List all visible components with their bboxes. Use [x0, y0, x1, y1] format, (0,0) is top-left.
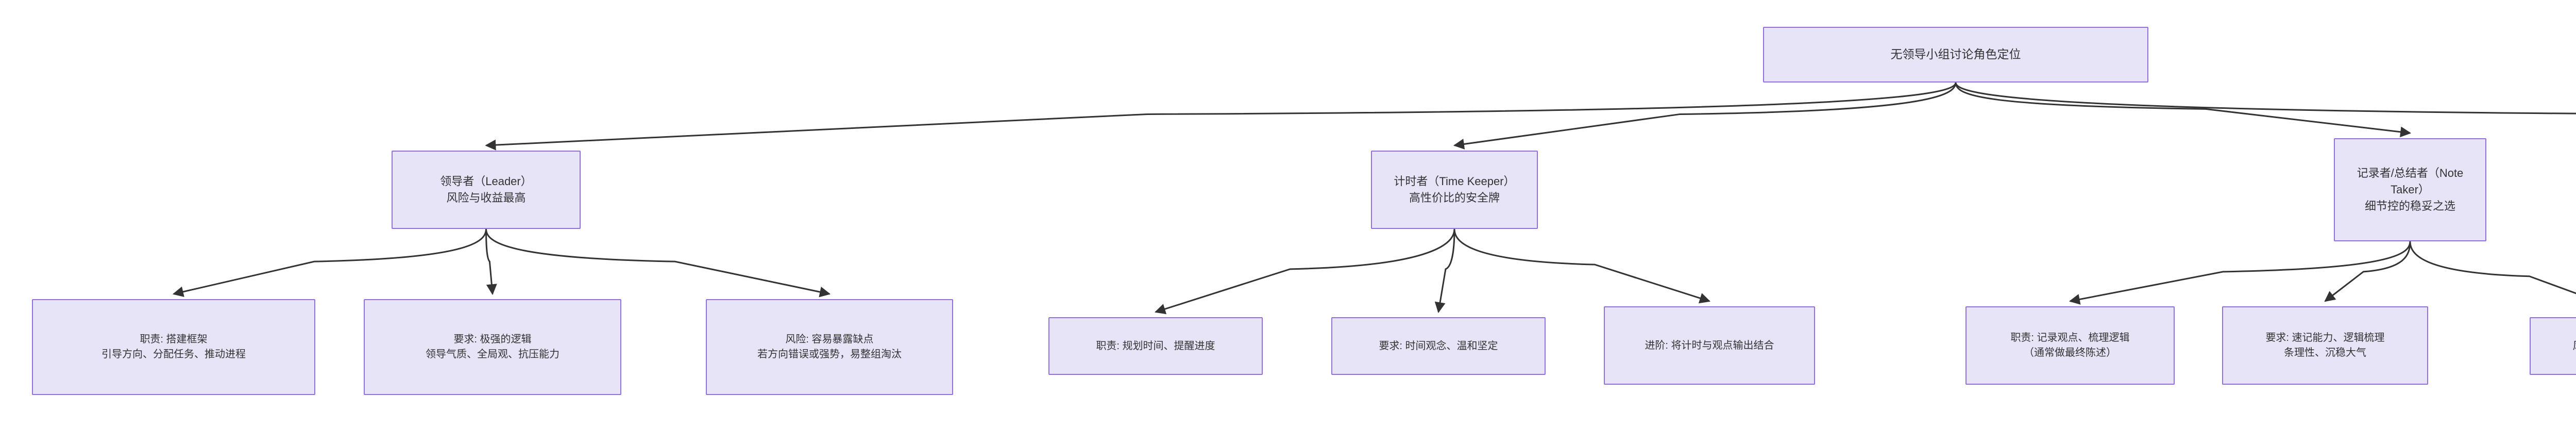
edge-role-notetaker-to-leaf-notetaker-requirement — [2324, 241, 2411, 302]
leaf-node-leaf-notetaker-duty[interactable]: 职责: 记录观点、梳理逻辑 （通常做最终陈述） — [1965, 306, 2175, 385]
edge-role-leader-to-leaf-leader-duty — [172, 228, 487, 297]
leaf-node-leaf-leader-risk[interactable]: 风险: 容易暴露缺点 若方向错误或强势，易整组淘汰 — [706, 299, 953, 395]
role-node-role-leader[interactable]: 领导者（Leader） 风险与收益最高 — [392, 151, 581, 229]
leaf-node-leaf-leader-duty[interactable]: 职责: 搭建框架 引导方向、分配任务、推动进程 — [32, 299, 315, 395]
leaf-node-leaf-notetaker-risk[interactable]: 风险: 避免只记录不发言 — [2530, 317, 2576, 375]
edge-role-timekeeper-to-leaf-timekeeper-duty — [1154, 228, 1455, 315]
role-node-role-timekeeper[interactable]: 计时者（Time Keeper） 高性价比的安全牌 — [1371, 151, 1538, 229]
edge-role-notetaker-to-leaf-notetaker-risk — [2409, 241, 2576, 294]
leaf-node-leaf-timekeeper-advanced[interactable]: 进阶: 将计时与观点输出结合 — [1604, 306, 1815, 385]
diagram-root-node[interactable]: 无领导小组讨论角色定位 — [1763, 27, 2148, 83]
edge-role-leader-to-leaf-leader-risk — [485, 228, 831, 298]
leaf-node-leaf-notetaker-requirement[interactable]: 要求: 速记能力、逻辑梳理 条理性、沉稳大气 — [2222, 306, 2428, 385]
edge-role-leader-to-leaf-leader-requirement — [485, 228, 497, 295]
leaf-node-leaf-timekeeper-duty[interactable]: 职责: 规划时间、提醒进度 — [1048, 317, 1263, 375]
leaf-node-leaf-leader-requirement[interactable]: 要求: 极强的逻辑 领导气质、全局观、抗压能力 — [364, 299, 621, 395]
edge-root-to-role-notetaker — [1955, 82, 2412, 138]
edge-role-notetaker-to-leaf-notetaker-duty — [2069, 241, 2411, 305]
edge-role-timekeeper-to-leaf-timekeeper-requirement — [1434, 228, 1455, 314]
edge-root-to-role-member — [1955, 82, 2576, 114]
edge-root-to-role-timekeeper — [1453, 82, 1957, 150]
edge-root-to-role-leader — [485, 82, 1957, 151]
role-node-role-notetaker[interactable]: 记录者/总结者（Note Taker） 细节控的稳妥之选 — [2334, 138, 2486, 241]
leaf-node-leaf-timekeeper-requirement[interactable]: 要求: 时间观念、温和坚定 — [1331, 317, 1546, 375]
edge-role-timekeeper-to-leaf-timekeeper-advanced — [1453, 228, 1711, 304]
